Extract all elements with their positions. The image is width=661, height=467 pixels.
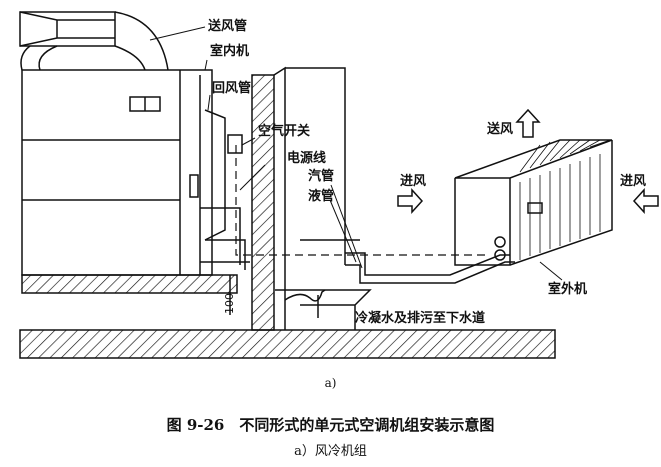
figure-subcaption: a）风冷机组 (294, 444, 367, 459)
label-supply-duct: 送风管 (208, 19, 248, 34)
label-indoor-unit: 室内机 (210, 44, 250, 59)
label-outdoor-unit: 室外机 (548, 282, 588, 297)
outdoor-unit (454, 139, 613, 266)
label-power-line: 电源线 (287, 151, 327, 166)
label-air-switch: 空气开关 (258, 124, 311, 139)
label-supply-air: 送风 (487, 122, 514, 137)
subfigure-label: a) (324, 376, 337, 390)
figure-caption: 图 9-26 不同形式的单元式空调机组安装示意图 (166, 416, 495, 434)
label-liquid-pipe: 液管 (308, 189, 335, 204)
indoor-unit (21, 69, 238, 294)
label-return-duct: 回风管 (212, 81, 252, 96)
label-gas-pipe: 汽管 (308, 169, 335, 184)
dimension-100: 100 (223, 293, 236, 314)
floor (19, 329, 556, 359)
supply-duct (19, 11, 169, 71)
label-inlet-air-right: 进风 (620, 174, 647, 189)
label-inlet-air-left: 进风 (400, 174, 427, 189)
label-drain: 冷凝水及排污至下水道 (355, 311, 486, 326)
